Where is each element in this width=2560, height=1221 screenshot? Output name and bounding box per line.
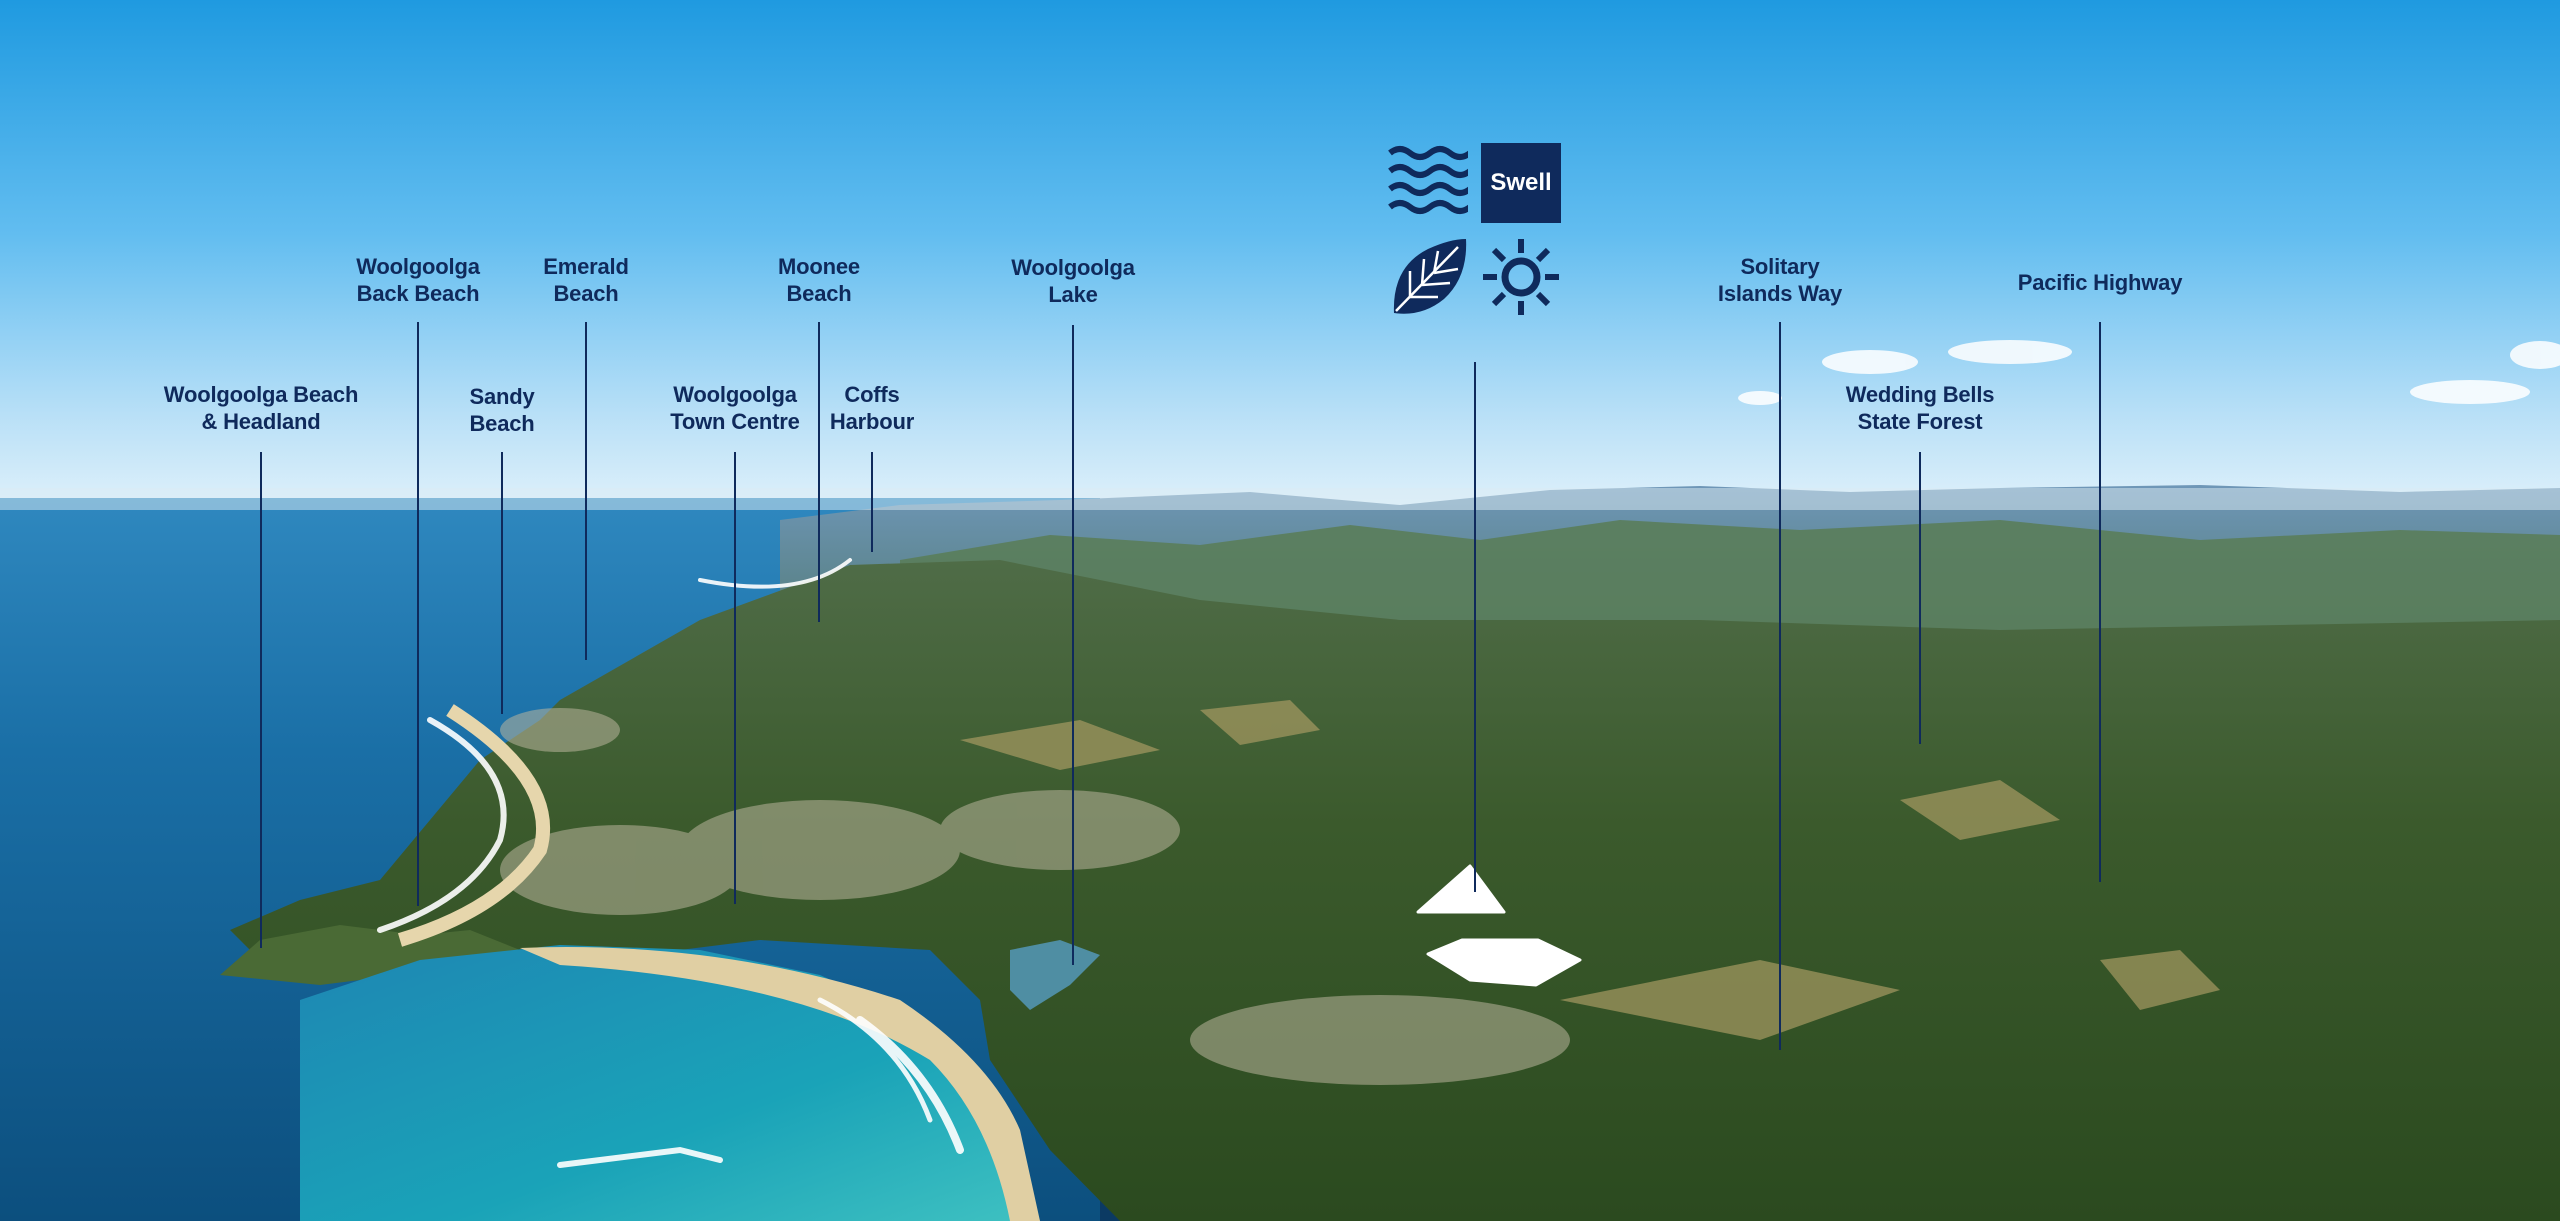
leader-emerald-beach [585, 322, 587, 660]
leaf-icon [1393, 239, 1467, 314]
site-marker-north [1416, 864, 1506, 914]
waves-icon [1388, 146, 1468, 214]
leader-swell-site [1474, 362, 1476, 892]
leader-sandy-beach [501, 452, 503, 714]
leader-wedding-bells-state-forest [1919, 452, 1921, 744]
label-woolgoolga-beach-headland: Woolgoolga Beach& Headland [163, 382, 359, 434]
leader-pacific-highway [2099, 322, 2101, 882]
leader-woolgoolga-lake [1072, 325, 1074, 965]
leader-woolgoolga-town-centre [734, 452, 736, 904]
sun-icon [1483, 239, 1559, 315]
leader-coffs-harbour [871, 452, 873, 552]
swell-wordmark: Swell [1481, 143, 1561, 223]
label-pacific-highway: Pacific Highway [2017, 270, 2183, 295]
leader-woolgoolga-back-beach [417, 322, 419, 906]
leader-moonee-beach [818, 322, 820, 622]
site-marker-south [1426, 938, 1582, 987]
leader-solitary-islands-way [1779, 322, 1781, 1050]
swell-logo: Swell [1388, 143, 1562, 317]
leader-woolgoolga-beach-headland [260, 452, 262, 948]
